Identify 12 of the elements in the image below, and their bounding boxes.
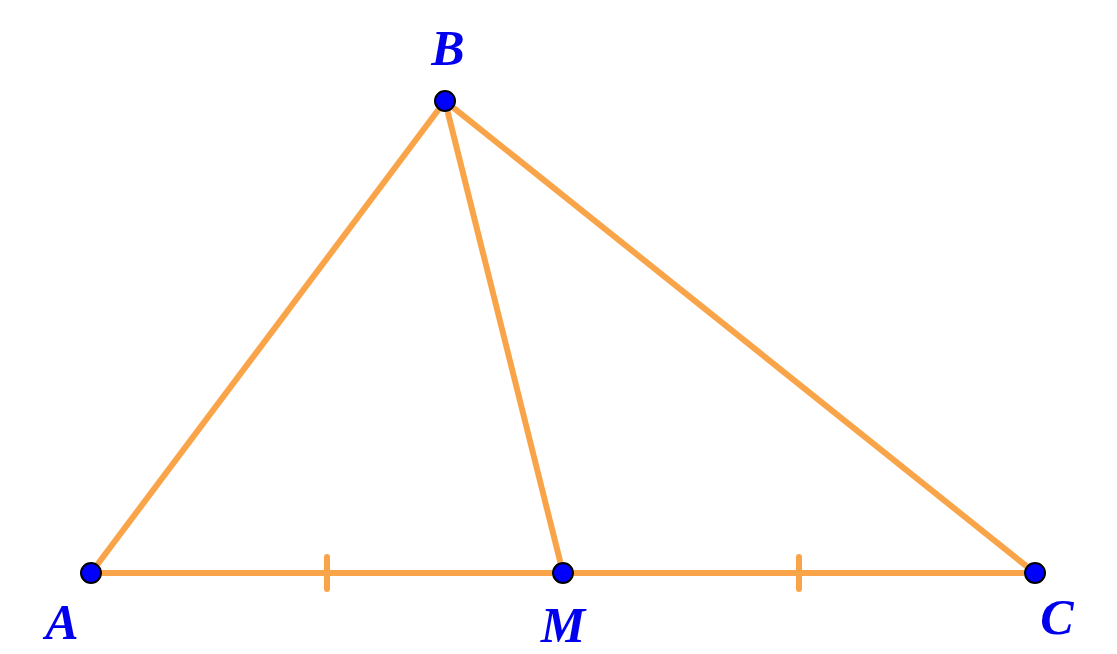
line-segment	[444, 110, 564, 564]
point-marker	[552, 562, 574, 584]
line-segment	[574, 554, 1024, 592]
line-segment	[95, 108, 441, 566]
point-marker	[80, 562, 102, 584]
line-segment	[451, 105, 1029, 569]
point-label: M	[540, 600, 586, 650]
point-marker	[1024, 562, 1046, 584]
point-label: C	[1040, 592, 1074, 642]
line-segment	[102, 554, 552, 592]
point-marker	[434, 90, 456, 112]
point-label: B	[431, 23, 465, 73]
